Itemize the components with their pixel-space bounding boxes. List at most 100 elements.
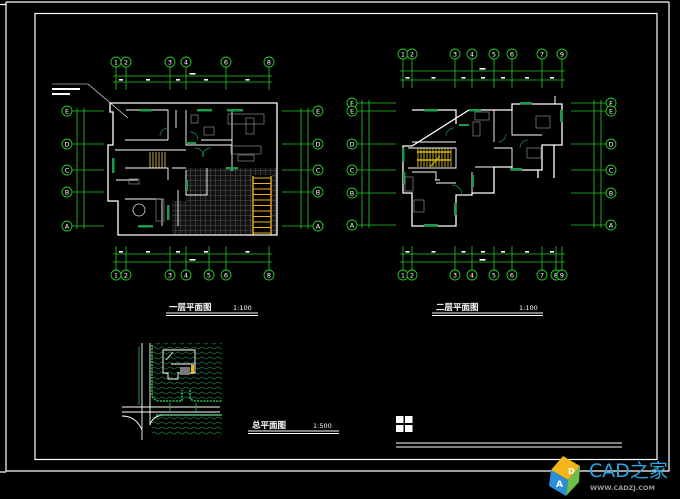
axis-bubble-circle [120, 56, 132, 68]
axis-bubble: 5 [488, 48, 500, 60]
axis-bubble: 5 [203, 269, 215, 281]
axis-label: 3 [168, 272, 172, 280]
dimension-text [525, 251, 529, 253]
axis-bubble-circle [346, 219, 358, 231]
axis-bubble: A [61, 220, 73, 232]
outer-border [0, 1, 670, 473]
axis-bubble-circle [263, 56, 275, 68]
staircase [417, 148, 452, 168]
site-plan [121, 343, 222, 440]
axis-bubble: 4 [180, 269, 192, 281]
axis-bubble: 5 [488, 269, 500, 281]
axis-label: A [350, 222, 355, 230]
axis-bubble: C [605, 164, 617, 176]
axis-bubble: E [605, 105, 617, 117]
axis-label: 9 [560, 51, 564, 59]
axis-bubble-circle [312, 186, 324, 198]
dimension-text [146, 251, 150, 253]
site-lawn-south [152, 415, 222, 437]
interior-walls [115, 109, 233, 226]
fixture [245, 117, 255, 135]
axis-bubble: 6 [506, 48, 518, 60]
axis-bubble-circle [263, 269, 275, 281]
axis-bubble-circle [488, 48, 500, 60]
drawing-frame [0, 1, 670, 473]
site-scale: 1:500 [313, 422, 332, 430]
axis-bubble-circle [406, 48, 418, 60]
door-swing [159, 127, 169, 137]
axis-label: 5 [207, 272, 211, 280]
site-title: 总平面图 [252, 420, 286, 431]
site-green-edge [151, 345, 222, 416]
axis-bubble-circle [605, 187, 617, 199]
axis-bubble: 6 [220, 56, 232, 68]
title-block-lines [396, 442, 622, 448]
axis-bubble: D [346, 138, 358, 150]
axis-bubble: C [61, 164, 73, 176]
axis-bubble-circle [556, 48, 568, 60]
stair-rail [417, 151, 451, 161]
window [424, 109, 438, 112]
plan1-scale: 1:100 [233, 304, 252, 312]
axis-bubble-circle [556, 269, 568, 281]
axis-bubble: 2 [120, 56, 132, 68]
dimension-text [479, 259, 486, 261]
axis-bubble: D [312, 138, 324, 150]
axis-bubble-circle [605, 105, 617, 117]
axis-bubble: 1 [110, 56, 122, 68]
axis-label: 3 [168, 59, 172, 67]
terrace-steps [252, 176, 272, 235]
axis-label: 3 [453, 272, 457, 280]
window [140, 109, 152, 112]
logo-url: WWW.CADZJ.COM [590, 484, 655, 492]
axis-label: F [350, 100, 354, 108]
logo-cube-letter-d: D [568, 467, 575, 476]
axis-bubble-circle [536, 269, 548, 281]
axis-bubble: 9 [556, 269, 568, 281]
axis-bubble-circle [312, 164, 324, 176]
axis-label: 6 [224, 59, 228, 67]
axis-label: 8 [267, 272, 271, 280]
axis-bubble-circle [346, 105, 358, 117]
fixture [190, 114, 199, 124]
axis-label: 2 [410, 272, 414, 280]
dimension-text [481, 77, 485, 79]
window [469, 109, 481, 112]
axis-label: 4 [470, 272, 474, 280]
axis-label: 5 [492, 51, 496, 59]
window [560, 110, 563, 122]
axis-bubble: D [605, 138, 617, 150]
axis-bubble-circle [536, 48, 548, 60]
fixture [535, 115, 551, 129]
axis-bubble: 6 [220, 269, 232, 281]
axis-bubble: A [312, 220, 324, 232]
axis-bubble: 4 [466, 269, 478, 281]
axis-label: A [316, 223, 321, 231]
window [472, 175, 474, 187]
site-building [162, 349, 196, 380]
axis-label: 1 [114, 272, 118, 280]
leader-line [52, 83, 129, 119]
axis-bubble: 8 [263, 269, 275, 281]
axis-bubble-circle [466, 269, 478, 281]
site-gridline [138, 347, 197, 412]
axis-label: B [316, 189, 320, 197]
axis-label: 6 [510, 272, 514, 280]
dimension-text [245, 79, 250, 81]
axis-bubble-circle [346, 164, 358, 176]
axis-bubble-circle [61, 220, 73, 232]
axis-bubble: 7 [536, 269, 548, 281]
axis-bubble: 3 [449, 269, 461, 281]
axis-label: E [350, 108, 354, 116]
door-swing [451, 184, 463, 196]
dimension-text [189, 73, 196, 75]
dimension-text [204, 79, 208, 81]
axis-bubble: 1 [397, 269, 409, 281]
dimension-text [204, 251, 208, 253]
dimension-text [189, 259, 196, 261]
dimension-text [525, 77, 529, 79]
axis-label: 8 [267, 59, 271, 67]
axis-bubble: 1 [110, 269, 122, 281]
axis-label: C [350, 167, 355, 175]
window [167, 205, 170, 220]
